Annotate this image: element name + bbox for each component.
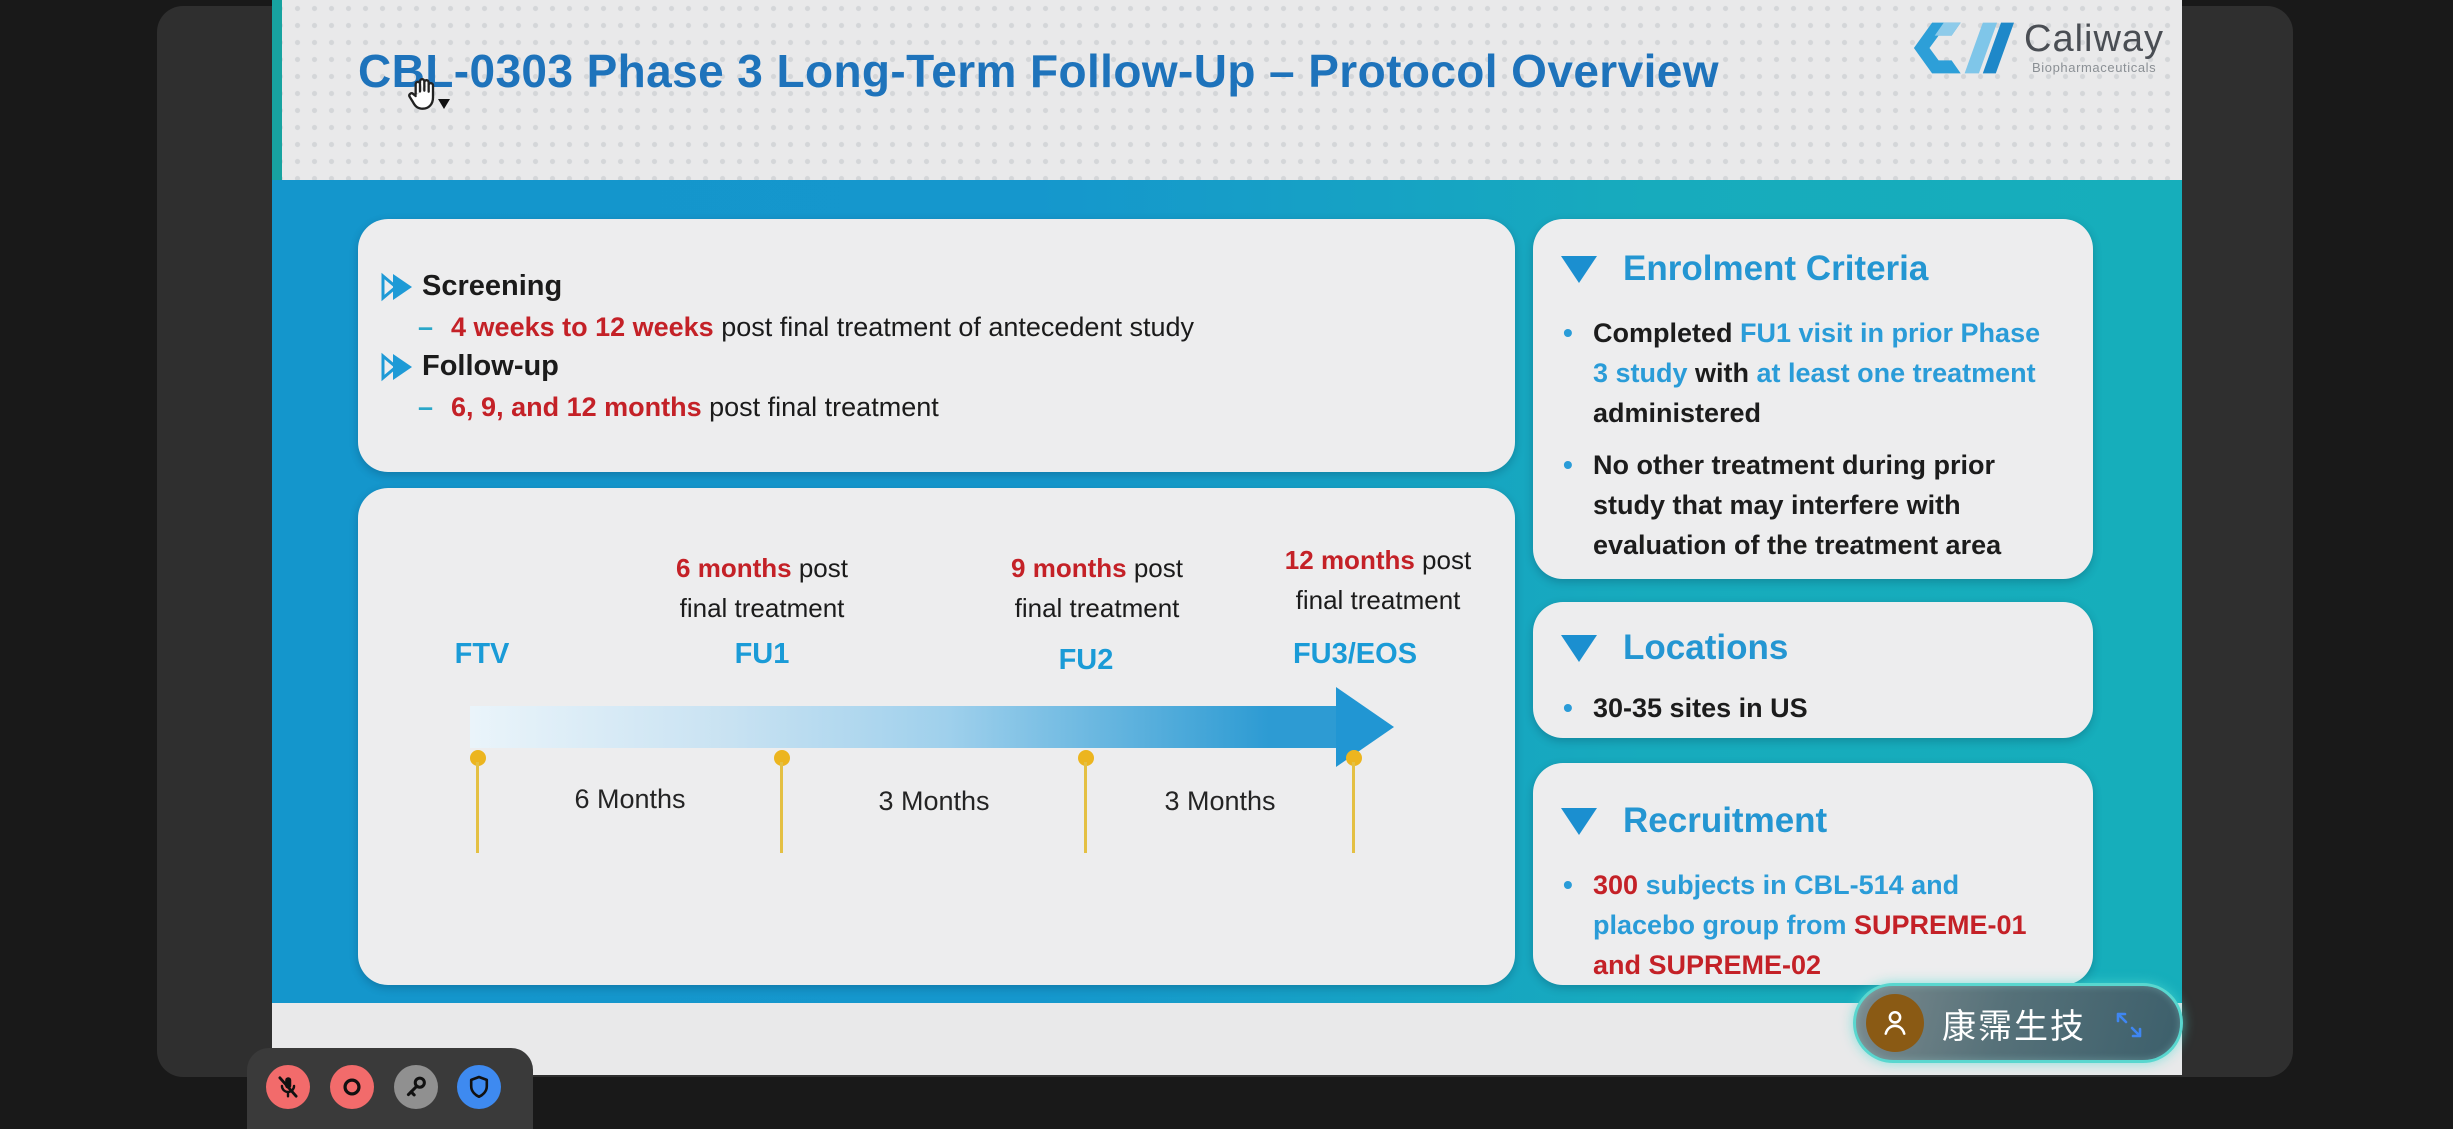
milestone-label: FU2 [1058,644,1114,676]
bullet-segment: 30-35 sites in US [1593,693,1808,723]
header-accent-strip [272,0,282,180]
shield-button[interactable] [457,1065,501,1109]
dash-bullet: – [418,392,434,422]
bullet-segment: Completed [1593,318,1741,348]
microphone-muted-button[interactable] [266,1065,310,1109]
bullet-segment: at least one treatment [1756,358,2036,388]
bullet-segment: with [1695,358,1757,388]
record-button[interactable] [330,1065,374,1109]
slide-header: CBL-0303 Phase 3 Long-Term Follow-Up – P… [272,0,2182,180]
key-icon [406,1076,426,1097]
schedule-item-label: Screening [422,270,563,302]
triangle-down-icon [1561,634,1597,662]
interval-label: 6 Months [574,784,686,814]
timeline-marker-dot [774,750,790,766]
expand-icon[interactable] [2114,1010,2144,1040]
meeting-control-tray [247,1048,533,1129]
milestone-label: FU1 [734,638,790,670]
bullet-dot: • [1563,692,1573,723]
note-line2: final treatment [1295,585,1461,615]
timeline-marker-line [780,762,783,853]
double-triangle-bullet-icon [381,352,412,382]
note-line2: final treatment [679,593,845,623]
panel-title: Locations [1623,628,1789,667]
bullet-segment: SUPREME-01 and SUPREME-02 [1593,910,2027,980]
timeline-marker-line [1084,762,1087,853]
schedule-item-detail: –6, 9, and 12 months post final treatmen… [418,389,939,425]
bullet-segment: subjects in CBL-514 and placebo group fr… [1593,870,1960,940]
schedule-box: Screening –4 weeks to 12 weeks post fina… [358,219,1515,472]
timeline-note: 6 months post final treatment [632,548,892,628]
timeline-marker-dot [1346,750,1362,766]
participant-name: 康霈生技 [1942,1007,2086,1046]
detail-rest: post final treatment of antecedent study [713,312,1194,342]
bullet-segment: 300 [1593,870,1646,900]
note-highlight: 6 months [676,553,792,583]
note-rest: post [791,553,848,583]
timeline-marker-line [476,762,479,853]
cursor-arrow-icon [438,99,450,109]
detail-highlight: 6, 9, and 12 months [451,392,702,422]
hand-cursor [408,78,435,110]
note-line2: final treatment [1014,593,1180,623]
bullet-dot: • [1563,449,1573,480]
double-triangle-bullet-icon [381,272,412,302]
milestone-label: FTV [454,638,510,670]
company-logo: Caliway Biopharmaceuticals [1910,12,2170,84]
enrolment-criteria-panel: Enrolment Criteria • Completed FU1 visit … [1533,219,2093,579]
note-highlight: 9 months [1011,553,1127,583]
bullet-segment: FU1 visit in prior Phase 3 study [1593,318,2041,388]
locations-panel: Locations • 30-35 sites in US [1533,602,2093,738]
timeline-box: 6 months post final treatment 9 months p… [358,488,1515,985]
dash-bullet: – [418,312,434,342]
person-icon [1884,1010,1906,1035]
panel-bullet: • Completed FU1 visit in prior Phase 3 st… [1563,313,2058,433]
interval-label: 3 Months [1164,786,1276,816]
avatar [1866,994,1924,1052]
recruitment-panel: Recruitment • 300 subjects in CBL-514 and… [1533,763,2093,985]
timeline-arrow-head [1336,687,1394,767]
slide-title: CBL-0303 Phase 3 Long-Term Follow-Up – P… [358,45,1719,97]
note-highlight: 12 months [1284,545,1415,575]
panel-title: Recruitment [1623,801,1828,840]
panel-bullet: • 300 subjects in CBL-514 and placebo gro… [1563,865,2058,985]
caliway-logo-icon [1913,22,2014,74]
panel-title: Enrolment Criteria [1623,249,1929,288]
schedule-item-detail: –4 weeks to 12 weeks post final treatmen… [418,309,1194,345]
logo-brand-text: Caliway [2024,18,2165,60]
timeline-marker-dot [470,750,486,766]
interval-label: 3 Months [878,786,990,816]
panel-bullet: • No other treatment during prior study t… [1563,445,2058,565]
note-rest: post [1126,553,1183,583]
bullet-segment: administered [1593,398,1762,428]
bullet-dot: • [1563,317,1573,348]
note-rest: post [1414,545,1472,575]
timeline-note: 12 months post final treatment [1248,540,1508,620]
detail-highlight: 4 weeks to 12 weeks [451,312,714,342]
logo-subtitle-text: Biopharmaceuticals [2032,60,2157,75]
slide: CBL-0303 Phase 3 Long-Term Follow-Up – P… [272,0,2182,1075]
timeline-note: 9 months post final treatment [967,548,1227,628]
microphone-muted-icon [278,1076,298,1098]
participant-pill[interactable]: 康霈生技 [1853,983,2183,1063]
timeline-marker-line [1352,762,1355,853]
bullet-segment: No other treatment during prior study th… [1593,450,2002,560]
bullet-dot: • [1563,869,1573,900]
timeline-arrow-body [470,706,1338,748]
record-icon [343,1078,361,1096]
schedule-item-label: Follow-up [422,350,559,382]
key-button[interactable] [394,1065,438,1109]
milestone-label: FU3/EOS [1292,638,1418,670]
detail-rest: post final treatment [701,392,939,422]
panel-bullet: • 30-35 sites in US [1563,688,2058,728]
shield-icon [469,1075,489,1099]
triangle-down-icon [1561,807,1597,835]
triangle-down-icon [1561,255,1597,283]
timeline-marker-dot [1078,750,1094,766]
